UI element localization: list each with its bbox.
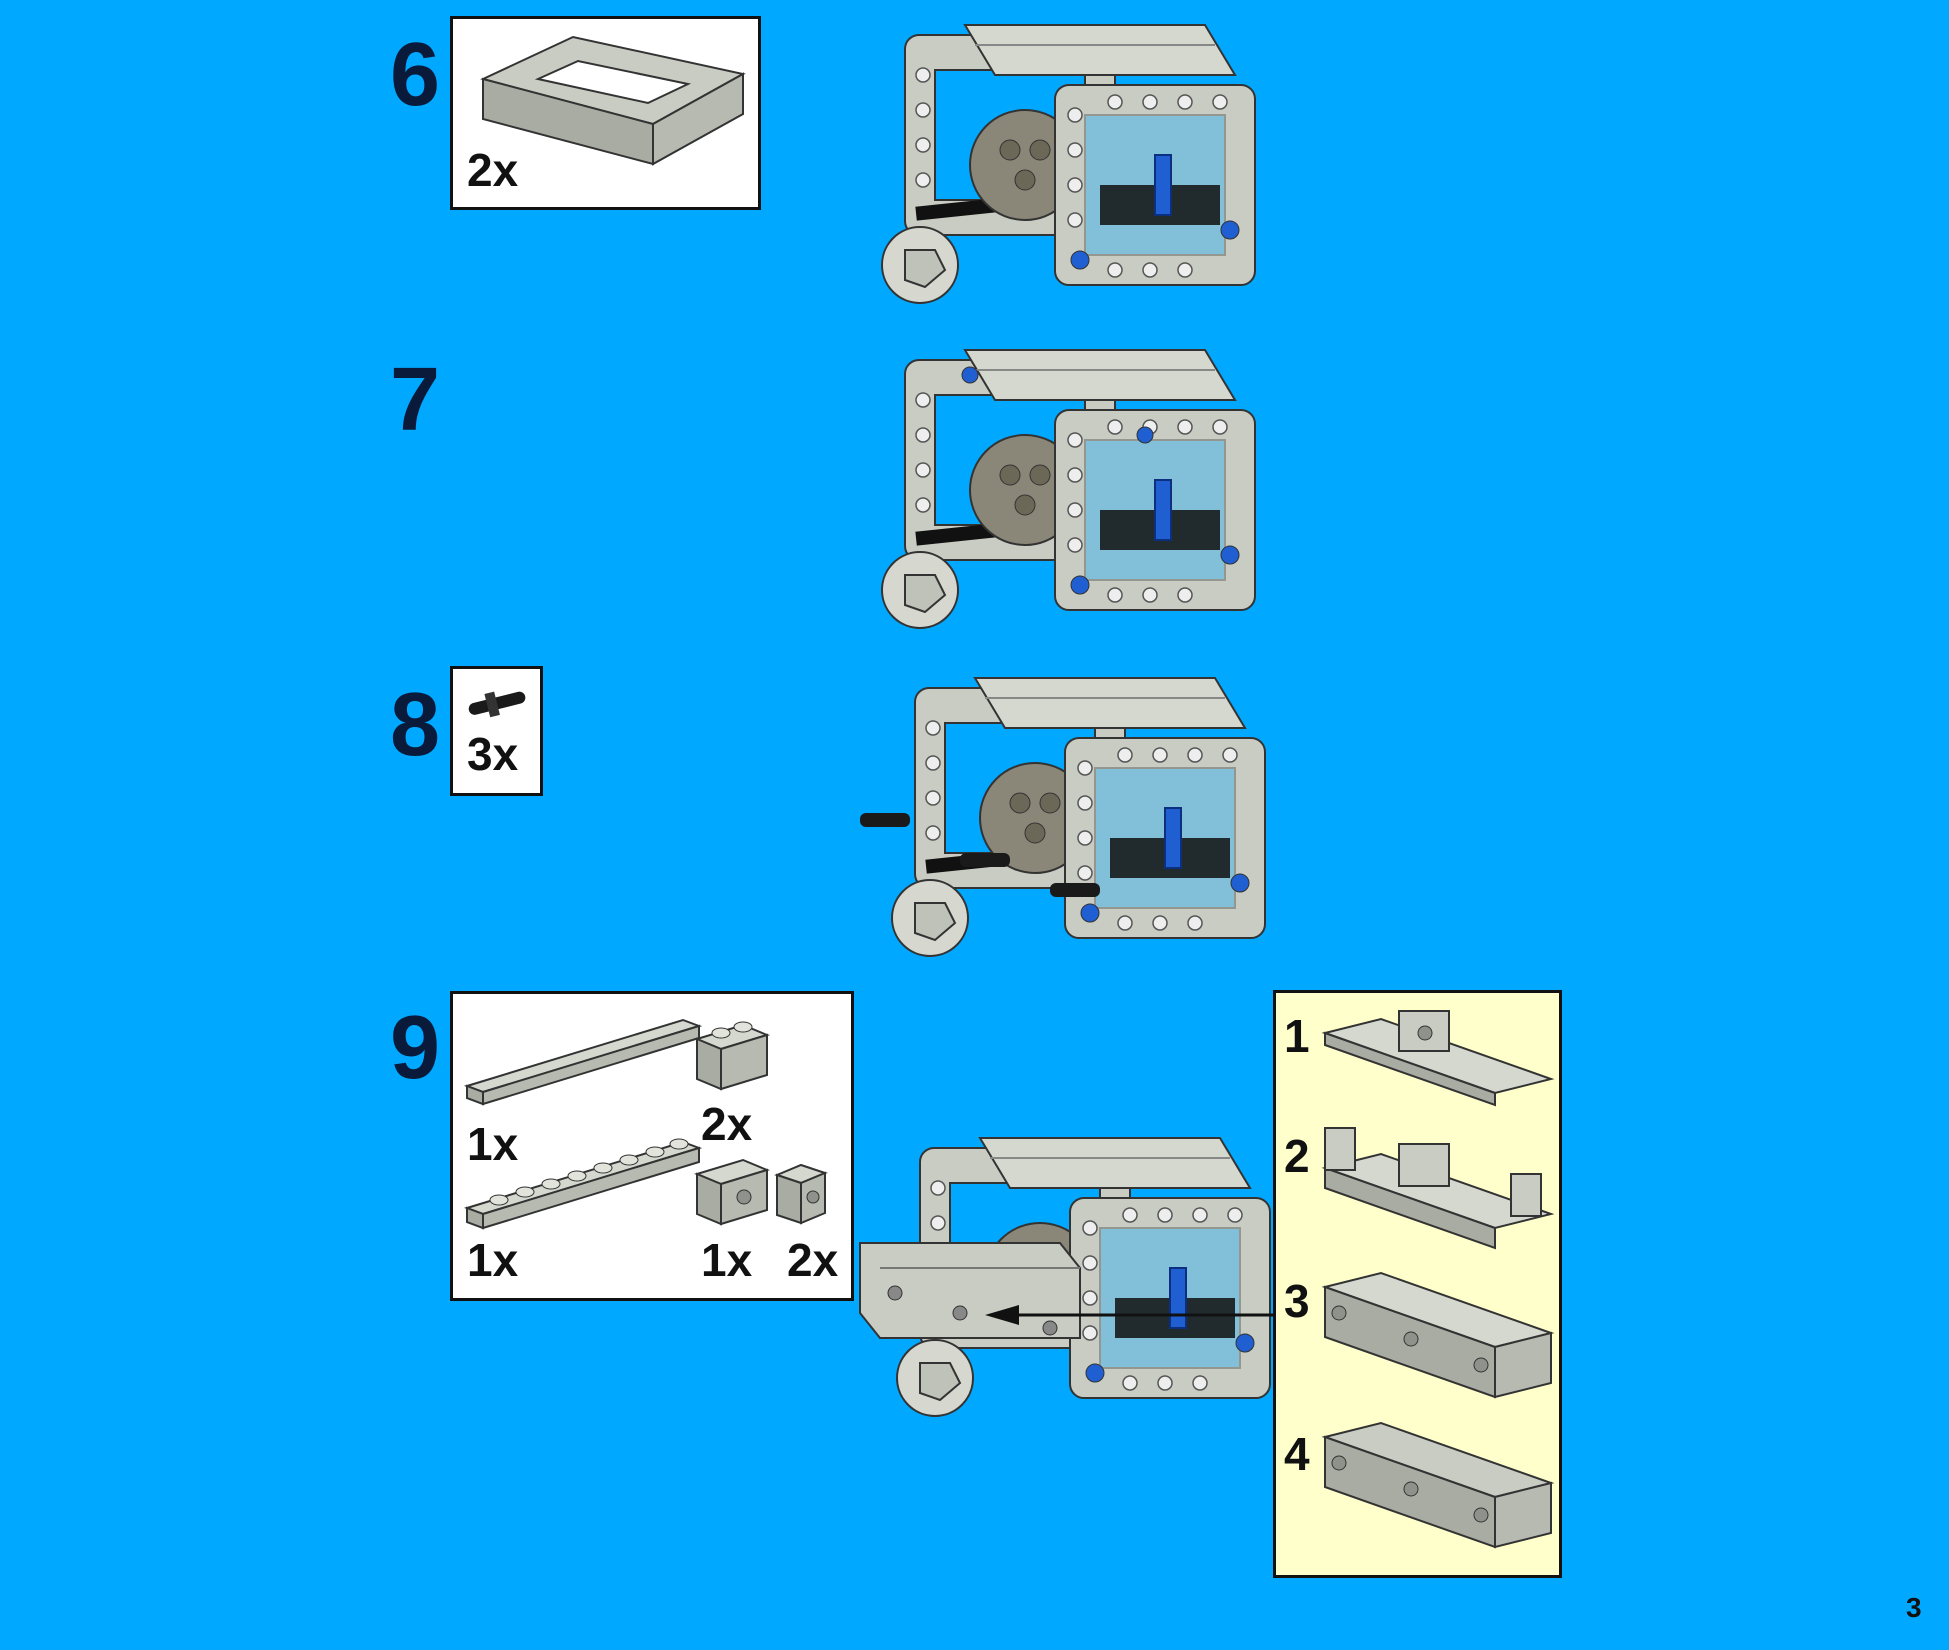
parts-callout: 1x 2x 1x 1x 2x [450,991,854,1301]
sub-step-2-icon [1321,1127,1555,1250]
part-quantity: 1x [701,1234,753,1286]
technic-brick-1x2-icon [694,1158,770,1226]
sub-step-1-icon [1321,1010,1555,1107]
assembly-model-step-7 [881,349,1256,629]
sub-step-4-icon [1321,1421,1555,1549]
step-number: 6 [390,25,441,125]
black-friction-pin-icon [468,691,526,718]
part-quantity: 2x [467,144,519,196]
step-number: 7 [390,350,441,450]
frame-5x7-icon [480,35,746,166]
part-quantity: 3x [467,728,519,780]
parts-callout: 2x [450,16,761,210]
sub-step-number: 4 [1284,1428,1310,1480]
step-number: 9 [390,998,441,1098]
assembly-model-step-6 [881,24,1256,304]
part-quantity: 2x [787,1234,839,1286]
part-quantity: 1x [467,1234,519,1286]
page-number: 3 [1906,1592,1922,1623]
sub-step-number: 1 [1284,1010,1310,1062]
subassembly-callout: 1 2 3 4 [1273,990,1562,1578]
assembly-model-step-8 [860,677,1266,957]
sub-step-number: 2 [1284,1130,1310,1182]
tile-1x8-icon [463,1018,703,1106]
sub-step-number: 3 [1284,1275,1310,1327]
step-number: 8 [390,675,441,775]
sub-step-3-icon [1321,1271,1555,1399]
part-quantity: 1x [467,1118,519,1170]
parts-callout: 3x [450,666,543,796]
plate-1x8-icon [463,1138,703,1230]
placement-arrow [985,1305,1275,1325]
technic-brick-1x1-icon [774,1163,828,1225]
brick-1x2-icon [694,1021,770,1091]
part-quantity: 2x [701,1098,753,1150]
assembly-model-step-9 [859,1137,1271,1417]
